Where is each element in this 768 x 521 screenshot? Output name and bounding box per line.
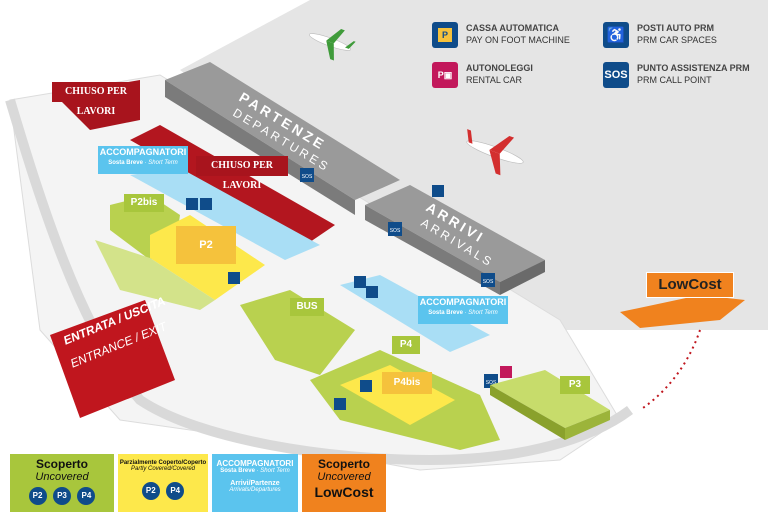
legend-lowcost-title: Scoperto [317,457,370,471]
legend-kiss-line2: Arrivi/Partenze [230,480,280,487]
legend-uncovered-title: Scoperto [35,457,88,471]
legend-prm-call: SOS PUNTO ASSISTENZA PRM PRM CALL POINT [603,62,750,88]
p4-text: P4 [399,339,413,350]
legend-lowcost: Scoperto Uncovered LowCost [302,454,386,512]
legend-kiss-line2-en: Arrivals/Departures [229,487,281,493]
p3-label: P3 [560,376,590,394]
legend-prm-sub: PRM CAR SPACES [637,35,717,45]
legend-uncovered: Scoperto Uncovered P2 P3 P4 [10,454,114,512]
sos-marker-4-label: SOS [486,380,497,386]
parking-pay-icon [228,272,240,284]
badge-p4-partly: P4 [166,482,185,500]
legend-pay-on-foot: P CASSA AUTOMATICA PAY ON FOOT MACHINE [432,22,570,48]
legend-call-sub: PRM CALL POINT [637,75,712,85]
legend-rental-sub: RENTAL CAR [466,75,523,85]
parking-pay-icon [186,198,198,210]
badge-p3: P3 [53,487,71,505]
kiss-ride-bottom-title: ACCOMPAGNATORI [419,297,507,307]
badge-p2-partly: P2 [141,482,160,500]
p3-area-side [490,385,565,440]
wheelchair-icon [334,398,346,410]
rental-car-icon [500,366,512,378]
lowcost-label: LowCost [646,272,734,298]
closed-sign-2: CHIUSO PER LAVORI [196,156,288,191]
legend-kiss-ride: ACCOMPAGNATORI Sosta Breve · Short Term … [212,454,298,512]
legend-partly-covered: Parzialmente Coperto/Coperto Partly Cove… [118,454,208,512]
kiss-ride-top-title: ACCOMPAGNATORI [99,147,187,157]
lowcost-area [620,295,745,328]
lowcost-text: LowCost [658,276,722,293]
legend-kiss-sub: Sosta Breve [220,468,255,474]
legend-pay-title: CASSA AUTOMATICA [466,23,559,33]
terminal-arrivals-roof [365,185,545,282]
lowcost-route [639,329,701,411]
closed-sign-2-label: CHIUSO PER LAVORI [211,160,273,191]
legend-partly-title: Parzialmente Coperto/Coperto [119,460,207,466]
bus-area [240,290,355,375]
kiss-ride-top-sub-en: Short Term [148,160,178,166]
kiss-ride-top-area [130,168,320,260]
terminal-departures-roof [165,62,400,200]
airplane-icon [308,29,356,61]
sos-icon: SOS [603,62,629,88]
rental-car-icon: P▣ [432,62,458,88]
legend-rental-title: AUTONOLEGGI [466,63,533,73]
p3-area-side2 [565,410,610,440]
badge-p4: P4 [77,487,96,505]
p2bis-text: P2bis [130,197,158,208]
parking-pay-icon [432,185,444,197]
sos-marker-3 [481,273,495,287]
legend-pay-sub: PAY ON FOOT MACHINE [466,35,570,45]
wheelchair-icon [366,286,378,298]
kiss-ride-bottom-callout: ACCOMPAGNATORI Sosta Breve · Short Term [418,296,508,324]
parking-pay-icon [360,380,372,392]
parking-pay-icon: P [432,22,458,48]
p4bis-text: P4bis [393,377,421,388]
sos-marker-2 [388,222,402,236]
legend-lowcost-sub: Uncovered [317,471,371,483]
p2bis-label: P2bis [124,194,164,212]
parking-pay-icon [354,276,366,288]
legend-call-title: PUNTO ASSISTENZA PRM [637,63,750,73]
closed-sign-1-label: CHIUSO PER LAVORI [65,86,127,117]
p4bis-label: P4bis [382,372,432,394]
legend-kiss-title: ACCOMPAGNATORI [216,459,294,468]
wheelchair-icon: ♿ [603,22,629,48]
legend-lowcost-brand: LowCost [314,484,374,500]
kiss-ride-bottom-sub: Sosta Breve [428,310,463,316]
entrance-sign [50,300,175,418]
wheelchair-icon [200,198,212,210]
p3-area-top [490,370,610,428]
sos-marker-2-label: SOS [390,228,401,234]
legend-prm-title: POSTI AUTO PRM [637,23,715,33]
sos-icon-text: SOS [604,69,628,81]
legend-rental-car: P▣ AUTONOLEGGI RENTAL CAR [432,62,533,88]
legend-uncovered-sub: Uncovered [35,471,89,483]
legend-kiss-sub-en: Short Term [260,468,290,474]
kiss-ride-top-callout: ACCOMPAGNATORI Sosta Breve · Short Term [98,146,188,174]
legend-prm-spaces: ♿ POSTI AUTO PRM PRM CAR SPACES [603,22,717,48]
sos-marker-1 [300,168,314,182]
p2-label: P2 [176,226,236,264]
airplane-icon [466,129,524,176]
p4-label: P4 [392,336,420,354]
legend-partly-sub: Partly Covered/Covered [130,466,196,472]
sos-marker-1-label: SOS [302,174,313,180]
badge-p2: P2 [28,487,47,505]
entrance-arrow [120,330,155,350]
kiss-ride-top-sub: Sosta Breve [108,160,143,166]
terminal-arrivals-side [500,260,545,295]
green-strip-p2 [95,240,215,310]
p2-text: P2 [199,239,213,251]
bus-text: BUS [296,301,318,312]
access-road [5,98,633,466]
closed-sign-1: CHIUSO PER LAVORI [52,82,140,117]
bus-label: BUS [290,298,324,316]
p3-text: P3 [568,379,582,390]
sos-marker-3-label: SOS [483,279,494,285]
kiss-ride-bottom-sub-en: Short Term [468,310,498,316]
